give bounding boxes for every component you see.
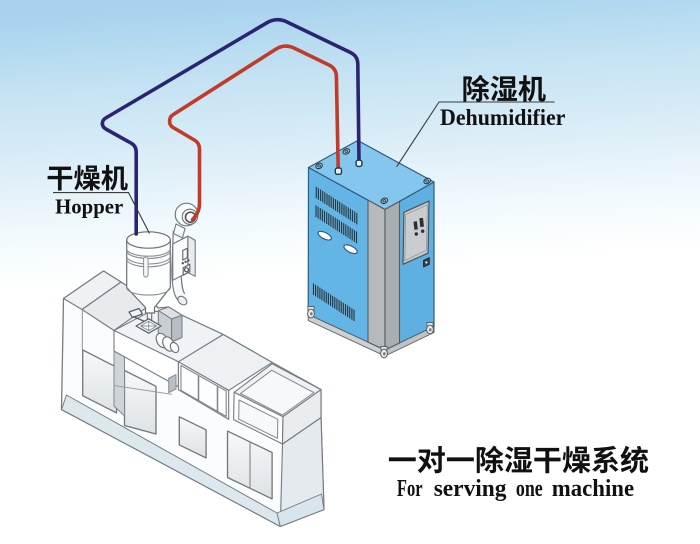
svg-text:For: For (397, 476, 423, 502)
svg-text:Hopper: Hopper (55, 195, 123, 219)
svg-text:one: one (516, 476, 543, 502)
svg-text:serving: serving (434, 476, 507, 502)
svg-text:Dehumidifier: Dehumidifier (440, 105, 565, 130)
svg-text:machine: machine (552, 476, 635, 502)
